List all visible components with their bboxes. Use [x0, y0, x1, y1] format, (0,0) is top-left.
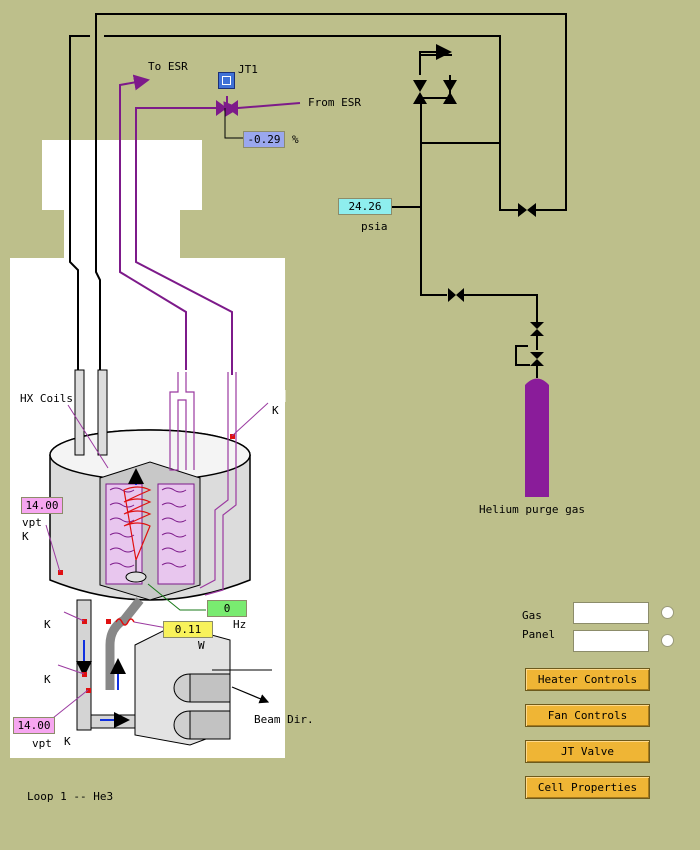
cell-properties-button[interactable]: Cell Properties — [525, 776, 650, 799]
panel-field[interactable] — [573, 630, 649, 652]
w-unit-label: W — [198, 639, 205, 652]
hz-unit-label: Hz — [233, 618, 247, 631]
k-unit-label: K — [44, 618, 51, 631]
vpt-upper-readout: 14.00 — [21, 497, 63, 514]
valves — [413, 80, 544, 366]
fan-controls-button[interactable]: Fan Controls — [525, 704, 650, 727]
k-unit-label: K — [64, 735, 71, 748]
vpt-unit-label: vpt — [32, 737, 52, 750]
purple-piping — [119, 74, 301, 375]
psia-unit-label: psia — [361, 220, 388, 233]
k-unit-label: K — [22, 530, 29, 543]
k-unit-label: K — [44, 673, 51, 686]
heat-exchanger-tubes — [169, 372, 237, 596]
jt-valve-name: JT1 — [238, 63, 258, 76]
gas-field[interactable] — [573, 602, 649, 624]
hx-coils-label: HX Coils — [20, 392, 73, 405]
jt-valve-button[interactable]: JT Valve — [525, 740, 650, 763]
heater-controls-button[interactable]: Heater Controls — [525, 668, 650, 691]
lower-assembly — [76, 597, 231, 746]
heater-w-readout: 0.11 — [163, 621, 213, 638]
cryostat-neck-area — [64, 205, 180, 265]
to-esr-label: To ESR — [148, 60, 188, 73]
helium-cylinder — [525, 378, 549, 497]
panel-label: Panel — [522, 628, 556, 641]
loop-title: Loop 1 -- He3 — [27, 790, 114, 803]
flow-arrows — [76, 640, 130, 728]
percent-unit-label: % — [292, 133, 299, 146]
from-esr-label: From ESR — [308, 96, 361, 109]
jt-valve-percent-readout: -0.29 — [243, 131, 285, 148]
vpt-unit-label: vpt — [22, 516, 42, 529]
fan-hz-readout: 0 — [207, 600, 247, 617]
pressure-readout: 24.26 — [338, 198, 392, 215]
gas-indicator[interactable] — [661, 606, 674, 619]
jt-valve-icon[interactable] — [218, 72, 235, 89]
gas-label: Gas — [522, 609, 542, 622]
cryostat-top-area — [42, 140, 202, 210]
temperature-sensors — [58, 434, 235, 693]
vpt-lower-readout: 14.00 — [13, 717, 55, 734]
helium-purge-label: Helium purge gas — [479, 503, 585, 516]
k-unit-label: K — [272, 404, 279, 417]
panel-indicator[interactable] — [661, 634, 674, 647]
beam-dir-label: Beam Dir. — [254, 713, 314, 726]
